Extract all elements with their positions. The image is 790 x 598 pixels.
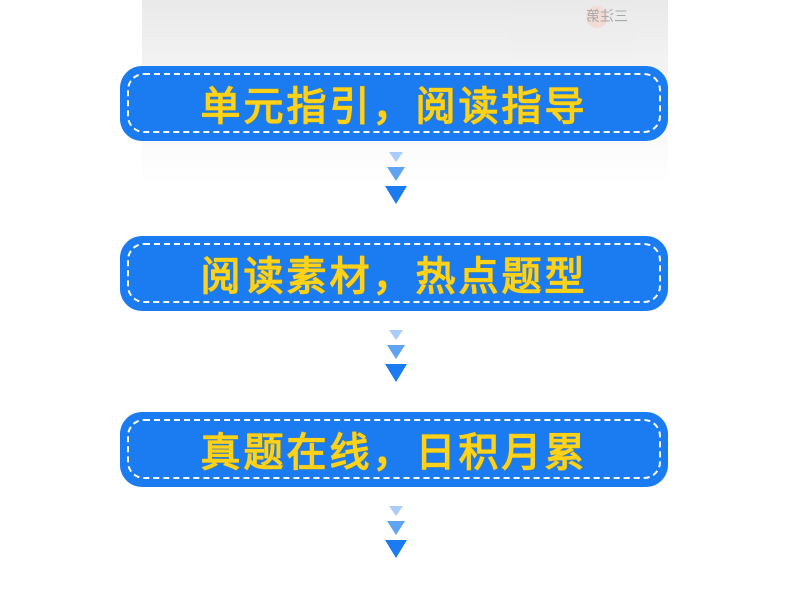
chevron-down-icon (387, 521, 405, 535)
chevron-down-icon (389, 330, 403, 340)
step-label-3: 真题在线，日积月累 (200, 430, 588, 476)
chevron-down-icon (387, 345, 405, 359)
arrow-group-2 (384, 330, 408, 382)
step-banner-2: 阅读素材，热点题型 (120, 236, 668, 310)
chevron-down-icon (389, 152, 403, 162)
step-banner-3: 真题在线，日积月累 (120, 412, 668, 486)
chevron-down-icon (385, 364, 407, 382)
chevron-down-icon (389, 506, 403, 516)
step-label-2: 阅读素材，热点题型 (200, 254, 588, 300)
chevron-down-icon (385, 540, 407, 558)
seal-stamp (586, 6, 608, 28)
chevron-down-icon (387, 167, 405, 181)
arrow-group-1 (384, 152, 408, 204)
chevron-down-icon (385, 186, 407, 204)
step-banner-1: 单元指引，阅读指导 (120, 66, 668, 140)
arrow-group-3 (384, 506, 408, 558)
step-label-1: 单元指引，阅读指导 (200, 84, 588, 130)
corner-text: 三注第 (586, 9, 628, 25)
